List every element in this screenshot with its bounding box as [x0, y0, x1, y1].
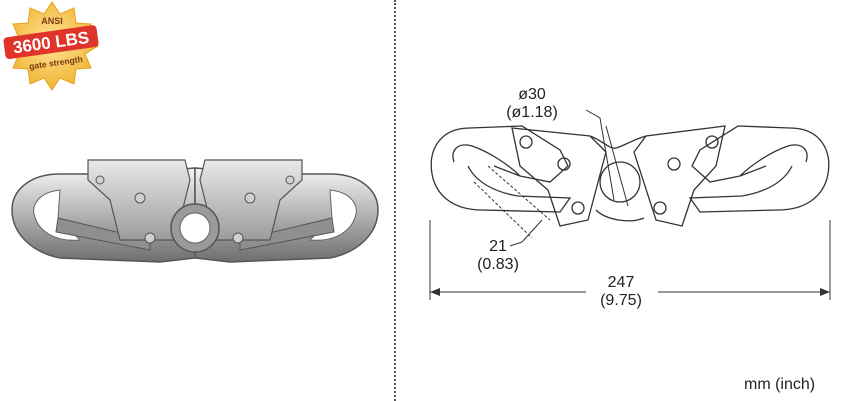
opening-diameter-label: ø30 (ø1.18) [496, 86, 568, 122]
dimension-drawing [429, 109, 831, 300]
badge-banner [3, 25, 99, 60]
badge-top-label: ANSI [41, 16, 63, 26]
ansi-rating-badge: ANSI 3600 LBS gate strength [3, 1, 99, 91]
gate-clearance-mm: 21 [489, 238, 507, 255]
overall-length-in: (9.75) [600, 292, 642, 309]
gate-clearance-in: (0.83) [477, 256, 519, 273]
opening-diameter-in: (ø1.18) [506, 104, 558, 121]
units-note: mm (inch) [744, 376, 816, 393]
gate-clearance-label: 21 (0.83) [470, 238, 526, 274]
opening-diameter-mm: ø30 [518, 86, 546, 103]
dotted-divider [394, 0, 396, 401]
overall-length-mm: 247 [607, 274, 635, 291]
overall-length-label: 247 (9.75) [586, 274, 656, 310]
double-snap-hook-photo [11, 159, 379, 263]
